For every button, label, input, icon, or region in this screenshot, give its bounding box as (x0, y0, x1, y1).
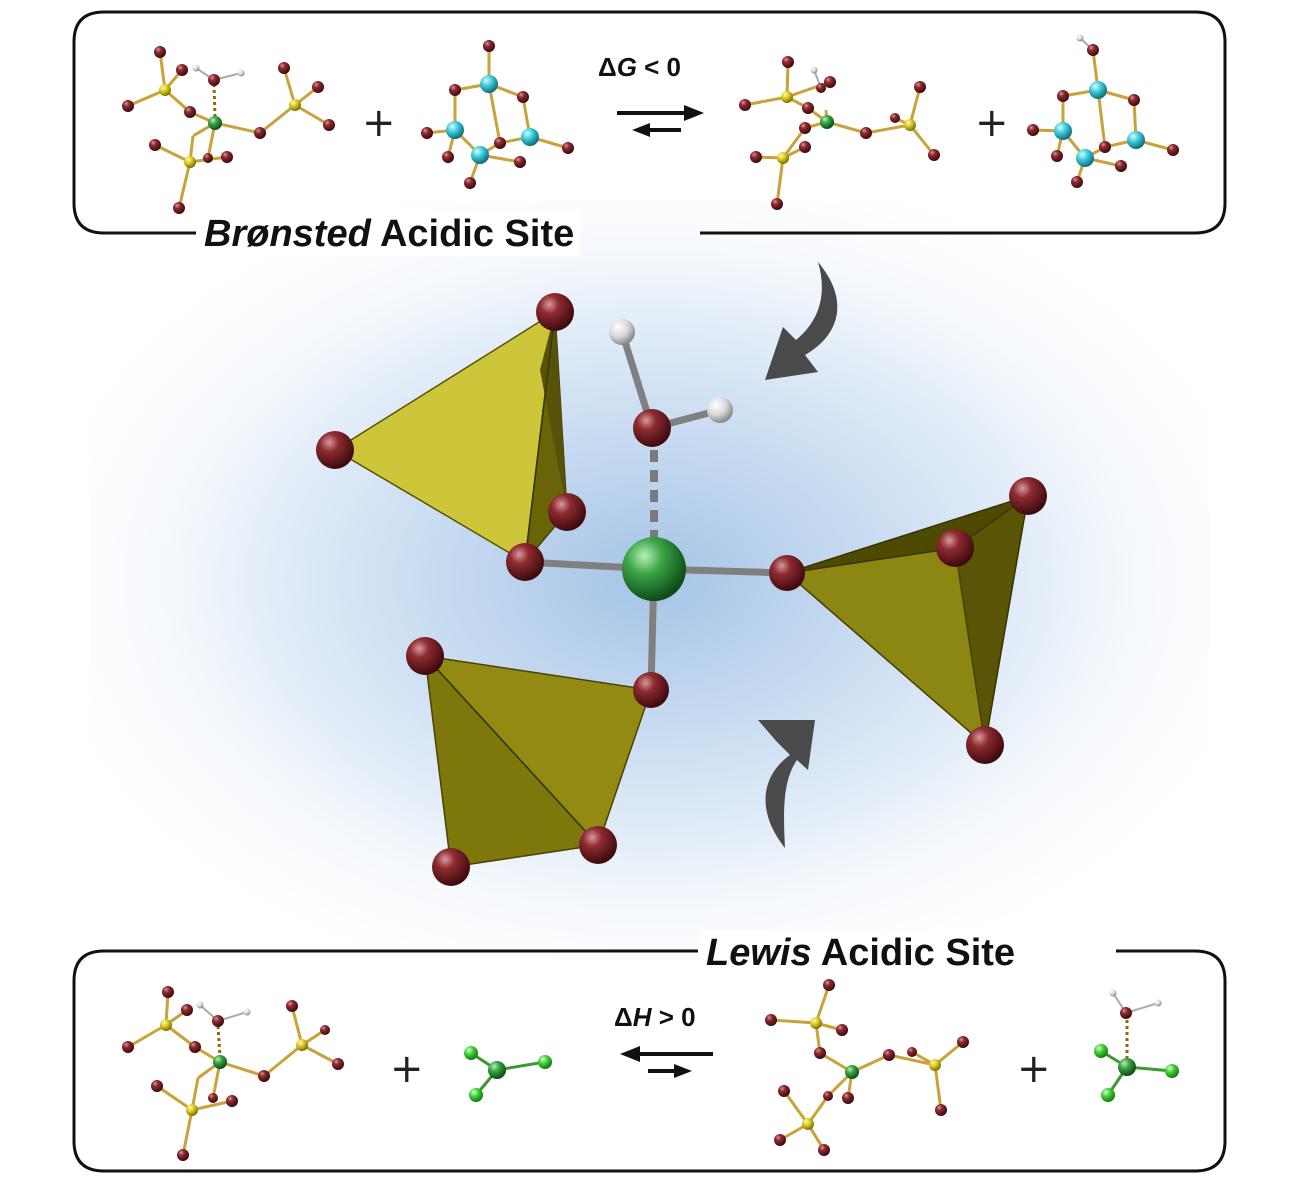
delta-symbol: Δ (614, 1002, 633, 1032)
central-metal-atom (622, 537, 686, 601)
top-reactant-cluster (127, 51, 330, 209)
top-plus-sign-left: + (362, 100, 396, 146)
bottom-plus-sign-left: + (390, 1046, 424, 1092)
bottom-chloride-water-product (1094, 989, 1179, 1102)
bottom-curved-arrow (758, 720, 815, 848)
bottom-panel-frame (72, 949, 1227, 1173)
top-product-atoms (739, 56, 940, 210)
bottom-product-atoms (765, 979, 969, 1156)
top-curved-arrow (765, 262, 838, 380)
water-hydrogen-atoms (609, 319, 733, 423)
tetrahedron-right (785, 494, 1030, 747)
bottom-plus-sign-right: + (1017, 1046, 1051, 1092)
top-aluminum-cluster-atoms (421, 40, 574, 189)
lewis-title-rest: Acidic Site (811, 932, 1016, 974)
bronsted-site-title: Brønsted Acidic Site (198, 212, 581, 256)
tetrahedron-top-left (333, 310, 568, 565)
lewis-title-italic: Lewis (706, 932, 812, 974)
top-panel-frame (72, 10, 1227, 235)
delta-symbol: Δ (598, 52, 617, 82)
enthalpy-inequality: > 0 (651, 1002, 696, 1032)
top-product-aluminum-atoms (1027, 34, 1179, 188)
enthalpy-variable: H (632, 1002, 652, 1032)
bronsted-title-rest: Acidic Site (370, 213, 575, 255)
enthalpy-condition: ΔH > 0 (614, 1002, 696, 1033)
top-product-cluster (744, 61, 936, 205)
gibbs-variable: G (616, 52, 637, 82)
central-oxygen-atoms (316, 293, 1047, 886)
bronsted-title-italic: Brønsted (204, 213, 371, 255)
top-plus-sign-right: + (975, 100, 1009, 146)
bottom-reactant-cluster (127, 991, 339, 1156)
top-equilibrium-arrows (617, 105, 704, 137)
tetrahedron-bottom-left (423, 653, 653, 868)
top-reactant-atoms (122, 46, 335, 214)
gibbs-energy-condition: ΔG < 0 (598, 52, 681, 83)
bottom-reactant-atoms (122, 986, 344, 1161)
bottom-chloride-reactant (464, 1046, 552, 1102)
lewis-site-title: Lewis Acidic Site (700, 931, 1022, 975)
gibbs-inequality: < 0 (636, 52, 682, 82)
bottom-equilibrium-arrows (620, 1046, 713, 1078)
